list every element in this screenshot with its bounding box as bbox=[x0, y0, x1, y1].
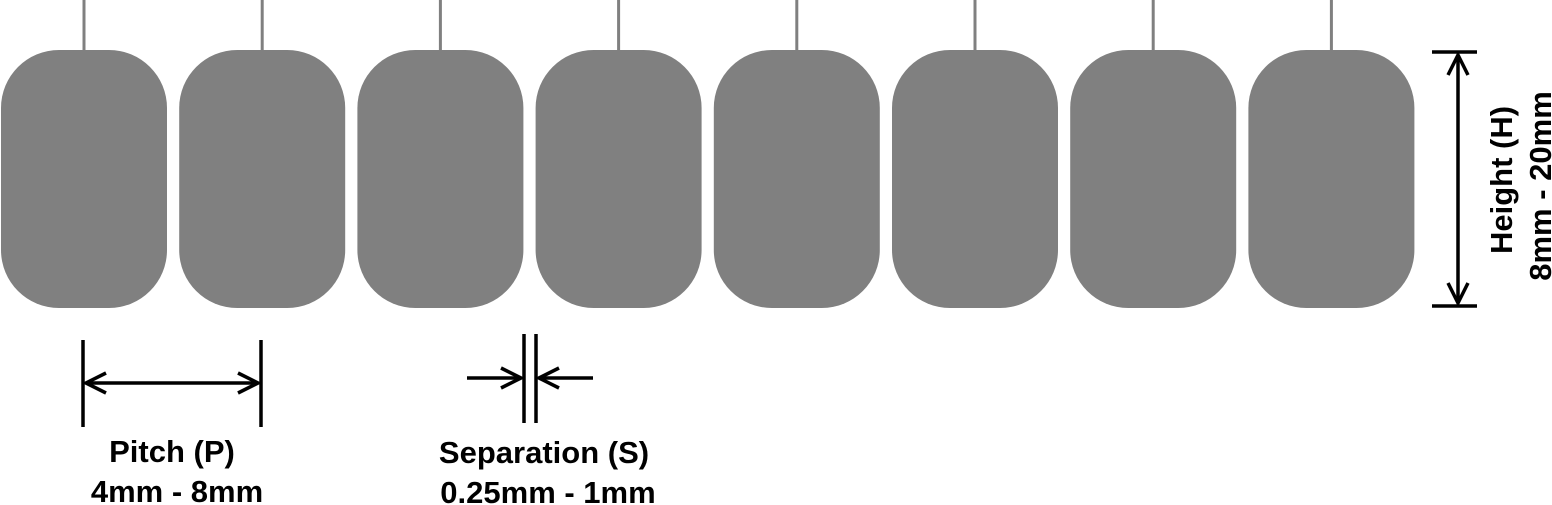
height-title: Height (H) bbox=[1484, 106, 1519, 254]
electrode-pad-7 bbox=[1070, 50, 1237, 308]
electrode-pad-5 bbox=[713, 50, 880, 308]
height-range: 8mm - 20mm bbox=[1523, 91, 1552, 281]
separation-range: 0.25mm - 1mm bbox=[440, 475, 655, 505]
electrode-pad-3 bbox=[357, 50, 524, 308]
electrode-pad-row bbox=[1, 0, 1415, 308]
electrode-pad-4 bbox=[535, 50, 702, 308]
height-dimension: Height (H) 8mm - 20mm bbox=[1432, 50, 1552, 308]
separation-dimension: Separation (S) 0.25mm - 1mm bbox=[439, 334, 656, 505]
pitch-range: 4mm - 8mm bbox=[91, 474, 263, 505]
electrode-pad-8 bbox=[1248, 50, 1415, 308]
electrode-pad-6 bbox=[892, 50, 1058, 308]
electrode-pad-1 bbox=[1, 50, 167, 308]
electrode-pad-2 bbox=[179, 50, 346, 308]
separation-title: Separation (S) bbox=[439, 435, 649, 470]
pitch-dimension: Pitch (P) 4mm - 8mm bbox=[81, 340, 263, 505]
pitch-title: Pitch (P) bbox=[109, 434, 235, 469]
